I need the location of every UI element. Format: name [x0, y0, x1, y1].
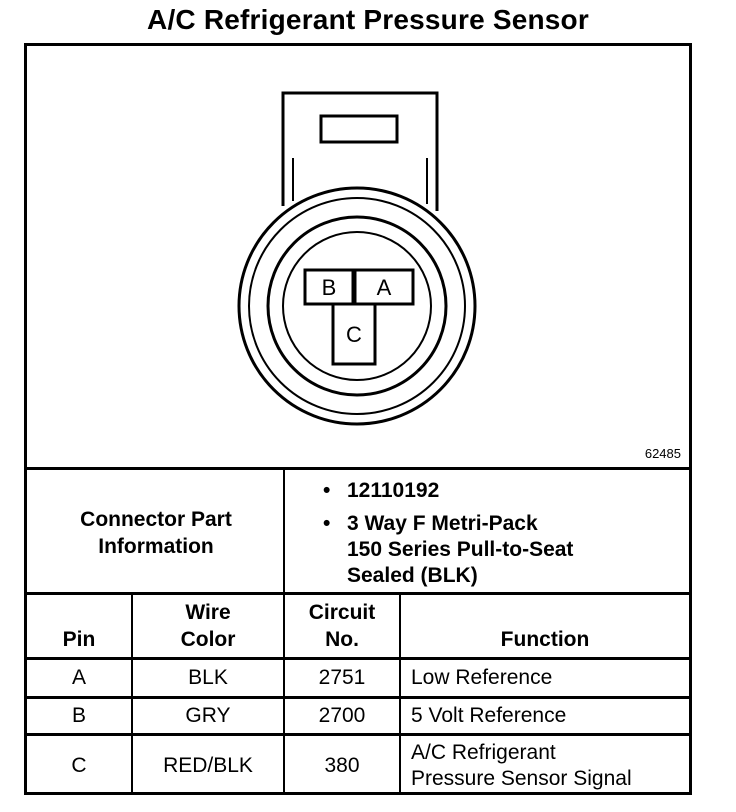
row-b-wire: GRY [185, 704, 231, 727]
connector-outer-ring [237, 186, 477, 426]
row-a-wire: BLK [188, 666, 228, 689]
part-number: 12110192 [347, 479, 440, 502]
row-b-pin: B [71, 704, 86, 727]
connector-info-label-line1: Connector Part [80, 507, 232, 531]
header-pin: Pin [62, 628, 96, 651]
connector-ring-4 [282, 231, 432, 381]
row-b-function: 5 Volt Reference [411, 704, 567, 727]
row-a-circuit: 2751 [318, 666, 366, 689]
row-a-pin: A [71, 666, 86, 689]
header-wire-line1: Wire [185, 601, 231, 624]
connector-info-label-line2: Information [98, 534, 214, 558]
connector-type-line1: 3 Way F Metri-Pack [347, 512, 538, 535]
cavity-b [303, 268, 355, 306]
row-c-circuit: 380 [324, 753, 360, 777]
figure-number: 62485 [644, 446, 681, 461]
connector-sheet: B A C 62485 Connector Part Information •… [24, 43, 692, 795]
rule-below-header [27, 657, 689, 660]
rule-below-row-a [27, 696, 689, 699]
bullet-icon: • [323, 512, 331, 535]
divider-wire-circuit [283, 595, 285, 795]
header-wire-color: Wire Color [133, 595, 283, 657]
pin-label-b: B [322, 275, 337, 300]
cavity-c [331, 302, 377, 366]
rule-below-row-b [27, 733, 689, 736]
connector-diagram: B A C [237, 91, 477, 426]
bullet-icon: • [323, 479, 331, 502]
latch-slot [319, 114, 399, 144]
header-circuit-no: Circuit No. [285, 595, 399, 657]
connector-info-list: • 12110192 • 3 Way F Metri-Pack 150 Seri… [323, 478, 573, 596]
connector-latch-housing [281, 91, 439, 211]
page-title: A/C Refrigerant Pressure Sensor [147, 4, 589, 35]
header-circuit-line2: No. [325, 628, 359, 651]
divider-circuit-function [399, 595, 401, 795]
row-a-function: Low Reference [411, 666, 553, 689]
header-wire-line2: Color [180, 628, 236, 651]
connector-type-line3: Sealed (BLK) [347, 564, 478, 587]
connector-info-item: • 3 Way F Metri-Pack 150 Series Pull-to-… [323, 511, 573, 589]
row-c-pin: C [71, 753, 87, 777]
divider-pin-wire [131, 595, 133, 795]
row-b-circuit: 2700 [318, 704, 366, 727]
rule-below-diagram [27, 467, 689, 470]
row-c-function: A/C Refrigerant Pressure Sensor Signal [411, 736, 687, 795]
header-function: Function [500, 628, 590, 651]
connector-ring-3 [266, 215, 448, 397]
connector-info-label: Connector Part Information [27, 471, 285, 594]
cavity-a [353, 268, 415, 306]
row-c-function-line1: A/C Refrigerant [411, 740, 556, 764]
header-circuit-line1: Circuit [308, 601, 376, 624]
connector-info-item: • 12110192 [323, 478, 573, 504]
connector-type-line2: 150 Series Pull-to-Seat [347, 538, 574, 561]
row-c-function-line2: Pressure Sensor Signal [411, 766, 632, 790]
row-c-wire: RED/BLK [163, 753, 253, 777]
divider-connector-info [283, 470, 285, 593]
pin-label-c: C [346, 322, 362, 347]
connector-ring-2 [248, 197, 466, 415]
rule-below-connector-info [27, 592, 689, 595]
pin-label-a: A [377, 275, 392, 300]
